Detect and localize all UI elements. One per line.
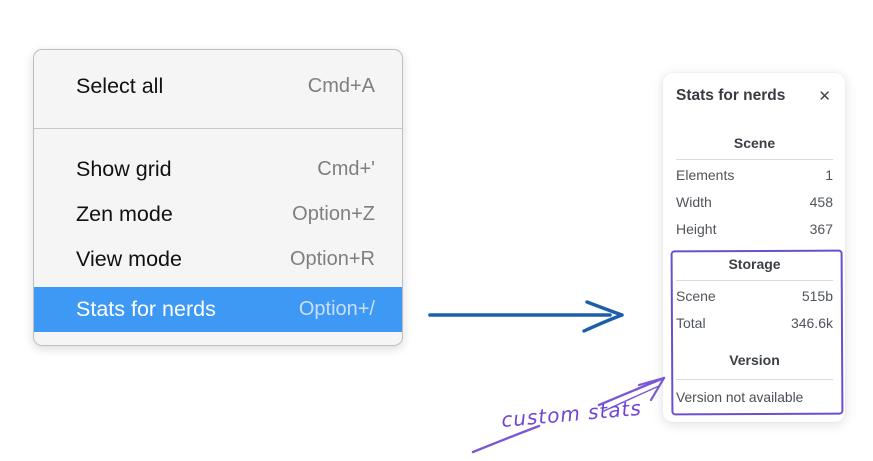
menu-group-top: Select all Cmd+A xyxy=(34,50,402,129)
close-icon[interactable]: ✕ xyxy=(818,87,831,105)
menu-item-label: View mode xyxy=(76,247,182,271)
divider xyxy=(676,159,833,160)
stats-panel-title: Stats for nerds xyxy=(676,87,786,104)
menu-group-bottom: Show grid Cmd+' Zen mode Option+Z View m… xyxy=(34,129,402,345)
stat-row-height: Height 367 xyxy=(676,215,833,242)
menu-item-select-all[interactable]: Select all Cmd+A xyxy=(34,64,402,108)
divider xyxy=(676,379,833,380)
divider xyxy=(676,280,833,281)
custom-stats-label: custom stats xyxy=(500,396,642,432)
menu-item-shortcut: Option+R xyxy=(289,248,375,270)
stats-panel: Stats for nerds ✕ Scene Elements 1 Width… xyxy=(663,73,845,422)
stat-row-scene-size: Scene 515b xyxy=(676,282,833,309)
stat-label: Total xyxy=(676,314,706,331)
stat-value: 515b xyxy=(801,287,833,304)
storage-section-title: Storage xyxy=(728,256,781,272)
stat-label: Width xyxy=(676,193,712,210)
menu-item-label: Select all xyxy=(76,73,164,98)
stat-value: 1 xyxy=(825,166,833,183)
menu-item-stats-for-nerds[interactable]: Stats for nerds Option+/ xyxy=(34,287,402,332)
menu-item-shortcut: Option+/ xyxy=(298,298,375,320)
menu-item-view-mode[interactable]: View mode Option+R xyxy=(34,237,402,282)
version-section-title: Version xyxy=(729,352,780,368)
stat-row-total-size: Total 346.6k xyxy=(676,309,833,336)
stat-value: 367 xyxy=(809,220,833,237)
menu-item-shortcut: Cmd+A xyxy=(307,74,375,97)
menu-item-shortcut: Cmd+' xyxy=(317,158,375,180)
stat-value: 458 xyxy=(809,193,833,210)
context-menu: Select all Cmd+A Show grid Cmd+' Zen mod… xyxy=(33,49,403,346)
menu-item-label: Zen mode xyxy=(76,202,173,226)
menu-item-show-grid[interactable]: Show grid Cmd+' xyxy=(34,147,402,192)
version-note: Version not available xyxy=(676,390,804,405)
menu-item-label: Stats for nerds xyxy=(76,297,216,321)
menu-item-zen-mode[interactable]: Zen mode Option+Z xyxy=(34,192,402,237)
stat-label: Elements xyxy=(676,166,735,183)
stats-panel-header: Stats for nerds ✕ xyxy=(676,85,833,107)
stat-value: 346.6k xyxy=(790,314,833,331)
stat-label: Height xyxy=(676,220,717,237)
scene-section-title: Scene xyxy=(733,135,776,151)
stat-label: Scene xyxy=(676,287,716,304)
stat-row-width: Width 458 xyxy=(676,188,833,215)
menu-item-label: Show grid xyxy=(76,157,172,181)
menu-item-shortcut: Option+Z xyxy=(292,203,375,225)
purple-arrow-icon xyxy=(471,376,666,454)
blue-arrow-icon xyxy=(428,300,624,333)
stat-row-elements: Elements 1 xyxy=(676,161,833,188)
